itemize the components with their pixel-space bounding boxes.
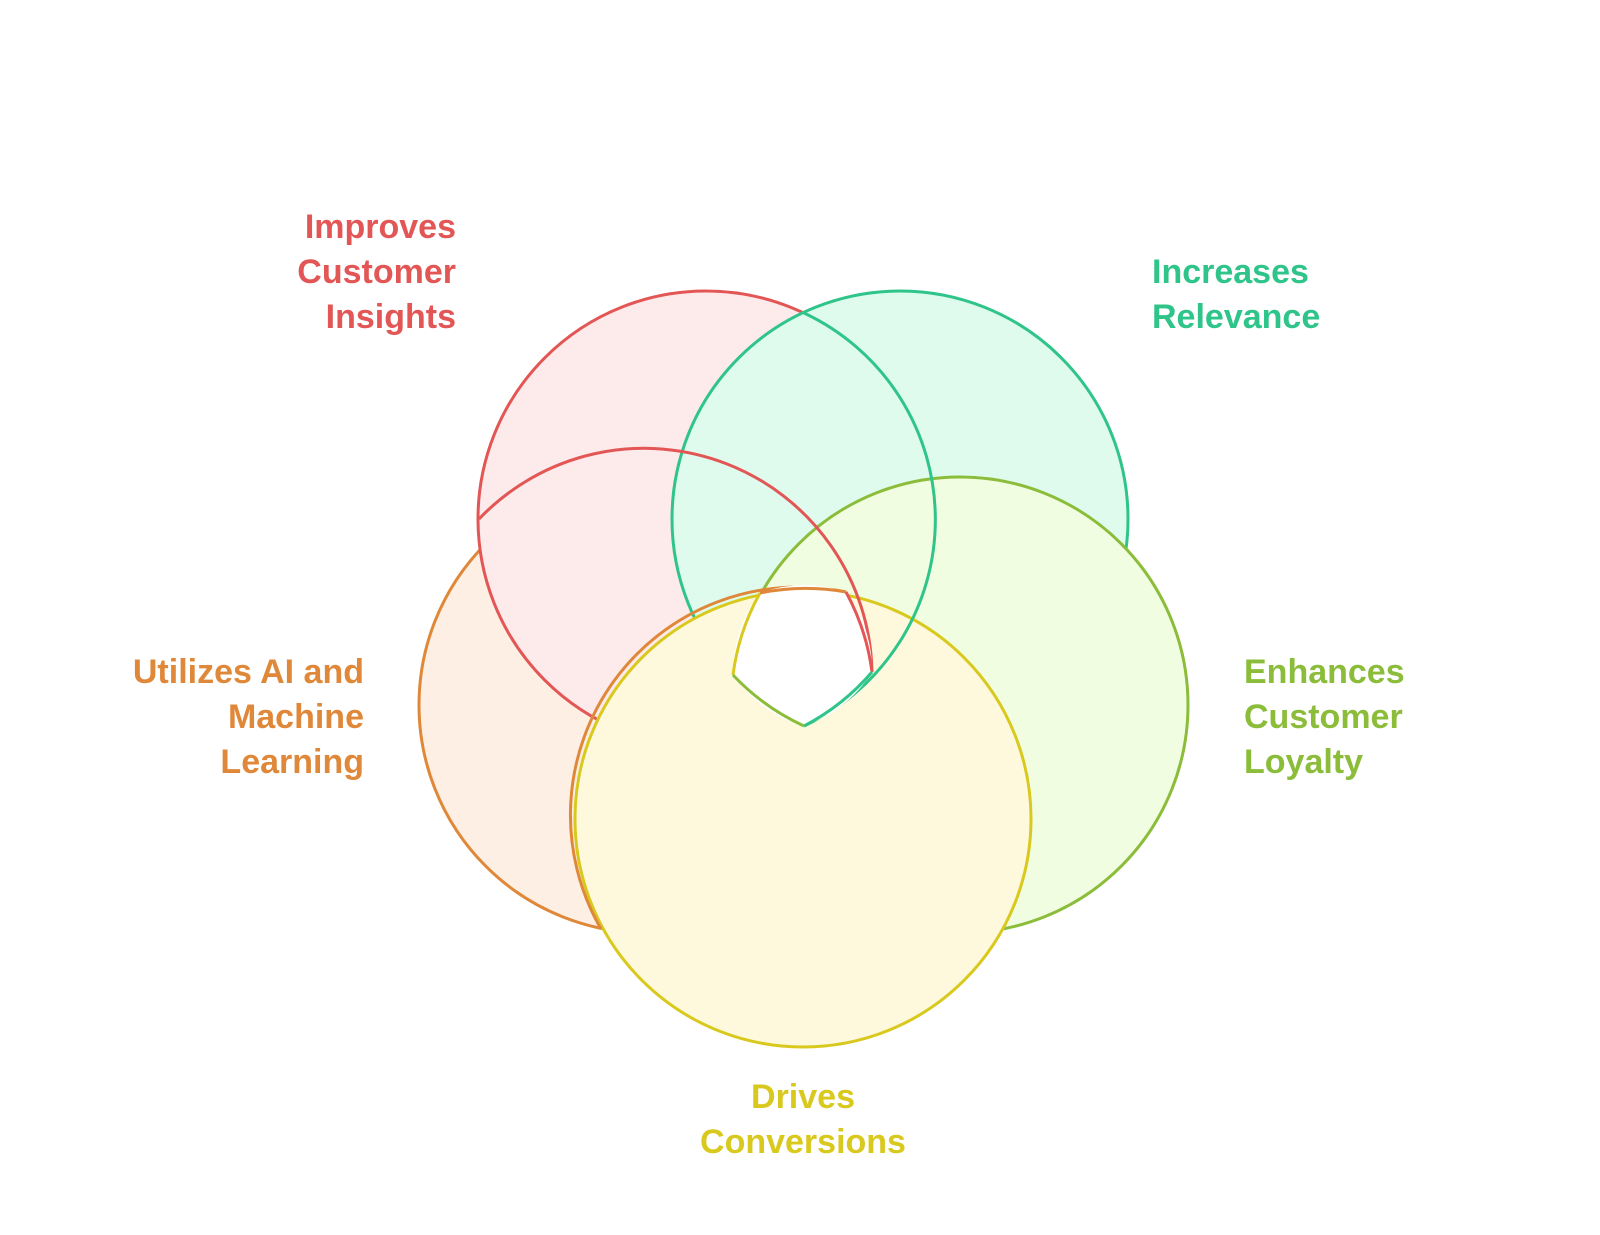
label-conversions: Drives Conversions: [688, 1075, 918, 1165]
label-line: Utilizes AI and: [132, 653, 364, 691]
segment-ai-ml-overlap-arc: [569, 585, 847, 930]
center-hole-edge-e: [731, 673, 805, 728]
label-customer-loyalty: Enhances Customer Loyalty: [1244, 650, 1405, 785]
label-line: Loyalty: [1244, 743, 1364, 781]
segment-relevance-overlap-arc: [803, 311, 937, 728]
label-line: Customer: [1244, 698, 1403, 736]
center-hole-edge-a: [731, 592, 762, 676]
label-line: Increases: [1152, 253, 1309, 291]
label-line: Machine: [227, 698, 364, 736]
label-ai-ml: Utilizes AI and Machine Learning: [133, 650, 364, 785]
label-line: Drives: [751, 1078, 855, 1116]
label-line: Insights: [325, 298, 456, 336]
center-hole-edge-c: [844, 591, 874, 673]
label-line: Customer: [297, 253, 456, 291]
label-customer-insights: Improves Customer Insights: [297, 205, 456, 340]
label-line: Conversions: [700, 1123, 906, 1161]
center-hole-edge-d: [803, 671, 874, 728]
center-hole-edge-b: [759, 586, 847, 595]
center-hole: [732, 585, 873, 726]
label-line: Relevance: [1152, 298, 1321, 336]
label-line: Enhances: [1244, 653, 1405, 691]
label-relevance: Increases Relevance: [1152, 250, 1320, 340]
label-line: Learning: [220, 743, 364, 781]
segment-customer-insights-overlap-arc: [477, 446, 874, 673]
label-line: Improves: [304, 208, 456, 246]
